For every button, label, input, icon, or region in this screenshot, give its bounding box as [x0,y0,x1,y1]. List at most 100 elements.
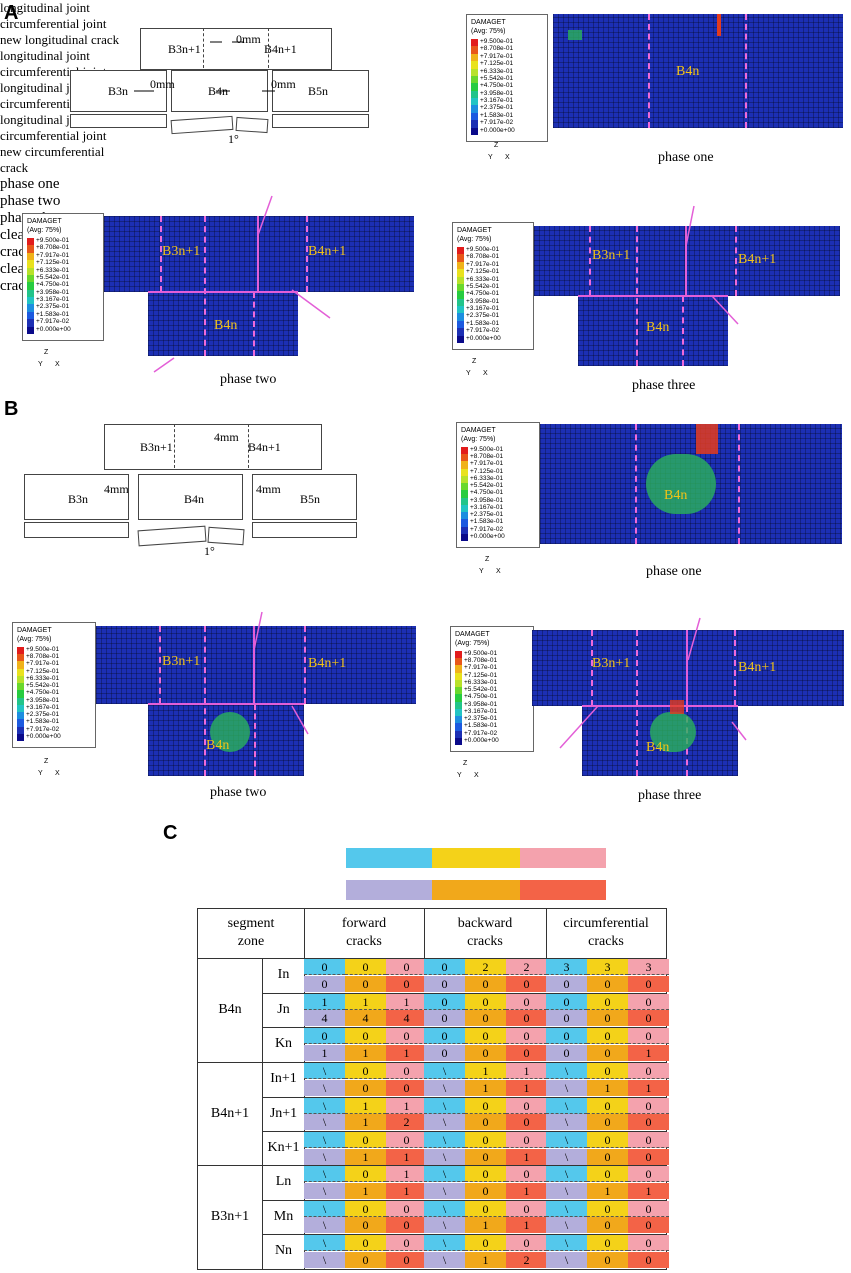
axis-a1: Z Y X [488,142,510,161]
legend-swatch [457,335,464,343]
legend-value: +0.000e+00 [464,736,499,744]
bar-phase-one: phase one [0,176,60,192]
table-cell: 0 [628,993,669,1010]
label-b5n: B5n [308,84,329,98]
table-cell: 1 [386,1148,427,1165]
table-cell: 0 [345,1235,386,1251]
gap-label-left: 0mm [150,77,175,91]
table-cell: 1 [345,1114,386,1130]
legend-value: +0.000e+00 [36,325,71,333]
table-cell: 0 [465,1148,506,1165]
legend-value: +8.708e-01 [26,653,60,661]
legend-value: +3.958e-01 [466,297,500,305]
legend-swatch [457,276,464,284]
table-cell: \ [424,1097,465,1114]
legend-swatch [17,668,24,676]
legend-value: +6.333e-01 [466,275,500,283]
table-cell: 0 [465,1114,506,1130]
legend-swatch [27,304,34,312]
legend-swatch [461,461,468,469]
legend-swatch [17,712,24,720]
legend-swatch [17,661,24,669]
legend-value: +1.583e-01 [36,310,70,318]
legend-value: +9.500e-01 [466,246,500,253]
segment-name: B4n [218,1002,242,1017]
legend-value: +7.125e-01 [466,268,500,276]
legend-value: +8.708e-01 [480,45,514,53]
legend-value: +1.583e-01 [466,319,500,327]
table-cell: 0 [465,1028,506,1044]
table-cell: 0 [546,1010,587,1026]
legend-swatch [461,533,468,541]
table-cell: 0 [506,1132,547,1148]
legend-value: +2.375e-01 [464,715,498,723]
legend-value: +3.167e-01 [464,707,498,715]
segment-name: B3n+1 [210,1209,250,1224]
legend-swatch [27,289,34,298]
table-cell: 1 [506,1182,547,1199]
new-longitudinal-crack-a2: new longitudinal crack [0,32,120,47]
legend-swatch [17,704,24,713]
table-cell: 0 [628,1200,669,1217]
label-b5n: B5n [300,492,321,506]
table-cell: 0 [345,1200,386,1217]
table-cell: 2 [465,959,506,975]
table-cell: 1 [345,1182,386,1199]
legend-swatch [455,708,462,717]
table-cell: \ [424,1148,465,1165]
table-cell: 0 [587,1097,628,1114]
table-cell: 0 [465,1132,506,1148]
table-cell: \ [304,1148,345,1165]
legend-value: +7.917e-01 [464,664,498,672]
contour-b2-top [96,626,416,704]
table-cell: 0 [506,1166,547,1182]
legend-a2: DAMAGET(Avg: 75%)+9.500e-01+8.708e-01+7.… [22,213,104,341]
legend-swatch [471,127,478,135]
table-cell: \ [424,1079,465,1096]
legend-value: +7.917e-01 [470,460,504,468]
legend-value: +6.333e-01 [464,678,498,686]
label-b3n: B3n [68,492,89,506]
table-cell: 0 [386,959,427,975]
legend-swatch [457,328,464,336]
legend-value: +7.125e-01 [480,60,514,68]
table-cell: \ [424,1235,465,1251]
header-forward-1: forward [341,916,387,931]
label-b3n: B3n [108,84,129,98]
table-cell: 0 [465,1010,506,1026]
table-cell: \ [304,1217,345,1233]
legend-swatch [455,672,462,680]
legend-swatch [471,112,478,121]
table-cell: 1 [587,1182,628,1199]
zone-name: Kn+1 [267,1140,300,1155]
table-cell: 0 [506,1097,547,1114]
legend-swatch [27,326,34,334]
legend-value: +6.333e-01 [26,674,60,682]
table-cell: 0 [345,1166,386,1182]
label-b4n-a2: B4n [214,318,238,333]
angle-label: 1° [228,132,239,146]
legend-value: +7.917e-01 [36,251,70,259]
table-cell: 0 [506,1010,547,1026]
legend-value: +7.917e-02 [470,525,504,533]
table-cell: 3 [628,959,669,975]
table-cell: \ [304,1166,345,1182]
table-cell: 1 [506,1217,547,1233]
header-segment: segment [227,916,275,931]
legend-value: +2.375e-01 [26,711,60,719]
table-cell: 0 [628,1251,669,1268]
table-cell: 0 [587,975,628,992]
table-cell: 0 [506,1044,547,1061]
table-cell: 0 [345,1132,386,1148]
legend-value: +7.917e-02 [480,119,514,127]
table-cell: \ [546,1182,587,1199]
legend-b3: DAMAGET(Avg: 75%)+9.500e-01+8.708e-01+7.… [450,626,534,752]
table-cell: \ [424,1114,465,1130]
legend-value: +8.708e-01 [470,453,504,461]
table-cell: 1 [506,1063,547,1079]
table-cell: 0 [628,1166,669,1182]
table-cell: 0 [587,1200,628,1217]
label-b4n: B4n [184,492,205,506]
longitudinal-joint-b2: longitudinal joint [0,80,90,95]
legend-b2: DAMAGET(Avg: 75%)+9.500e-01+8.708e-01+7.… [12,622,96,748]
